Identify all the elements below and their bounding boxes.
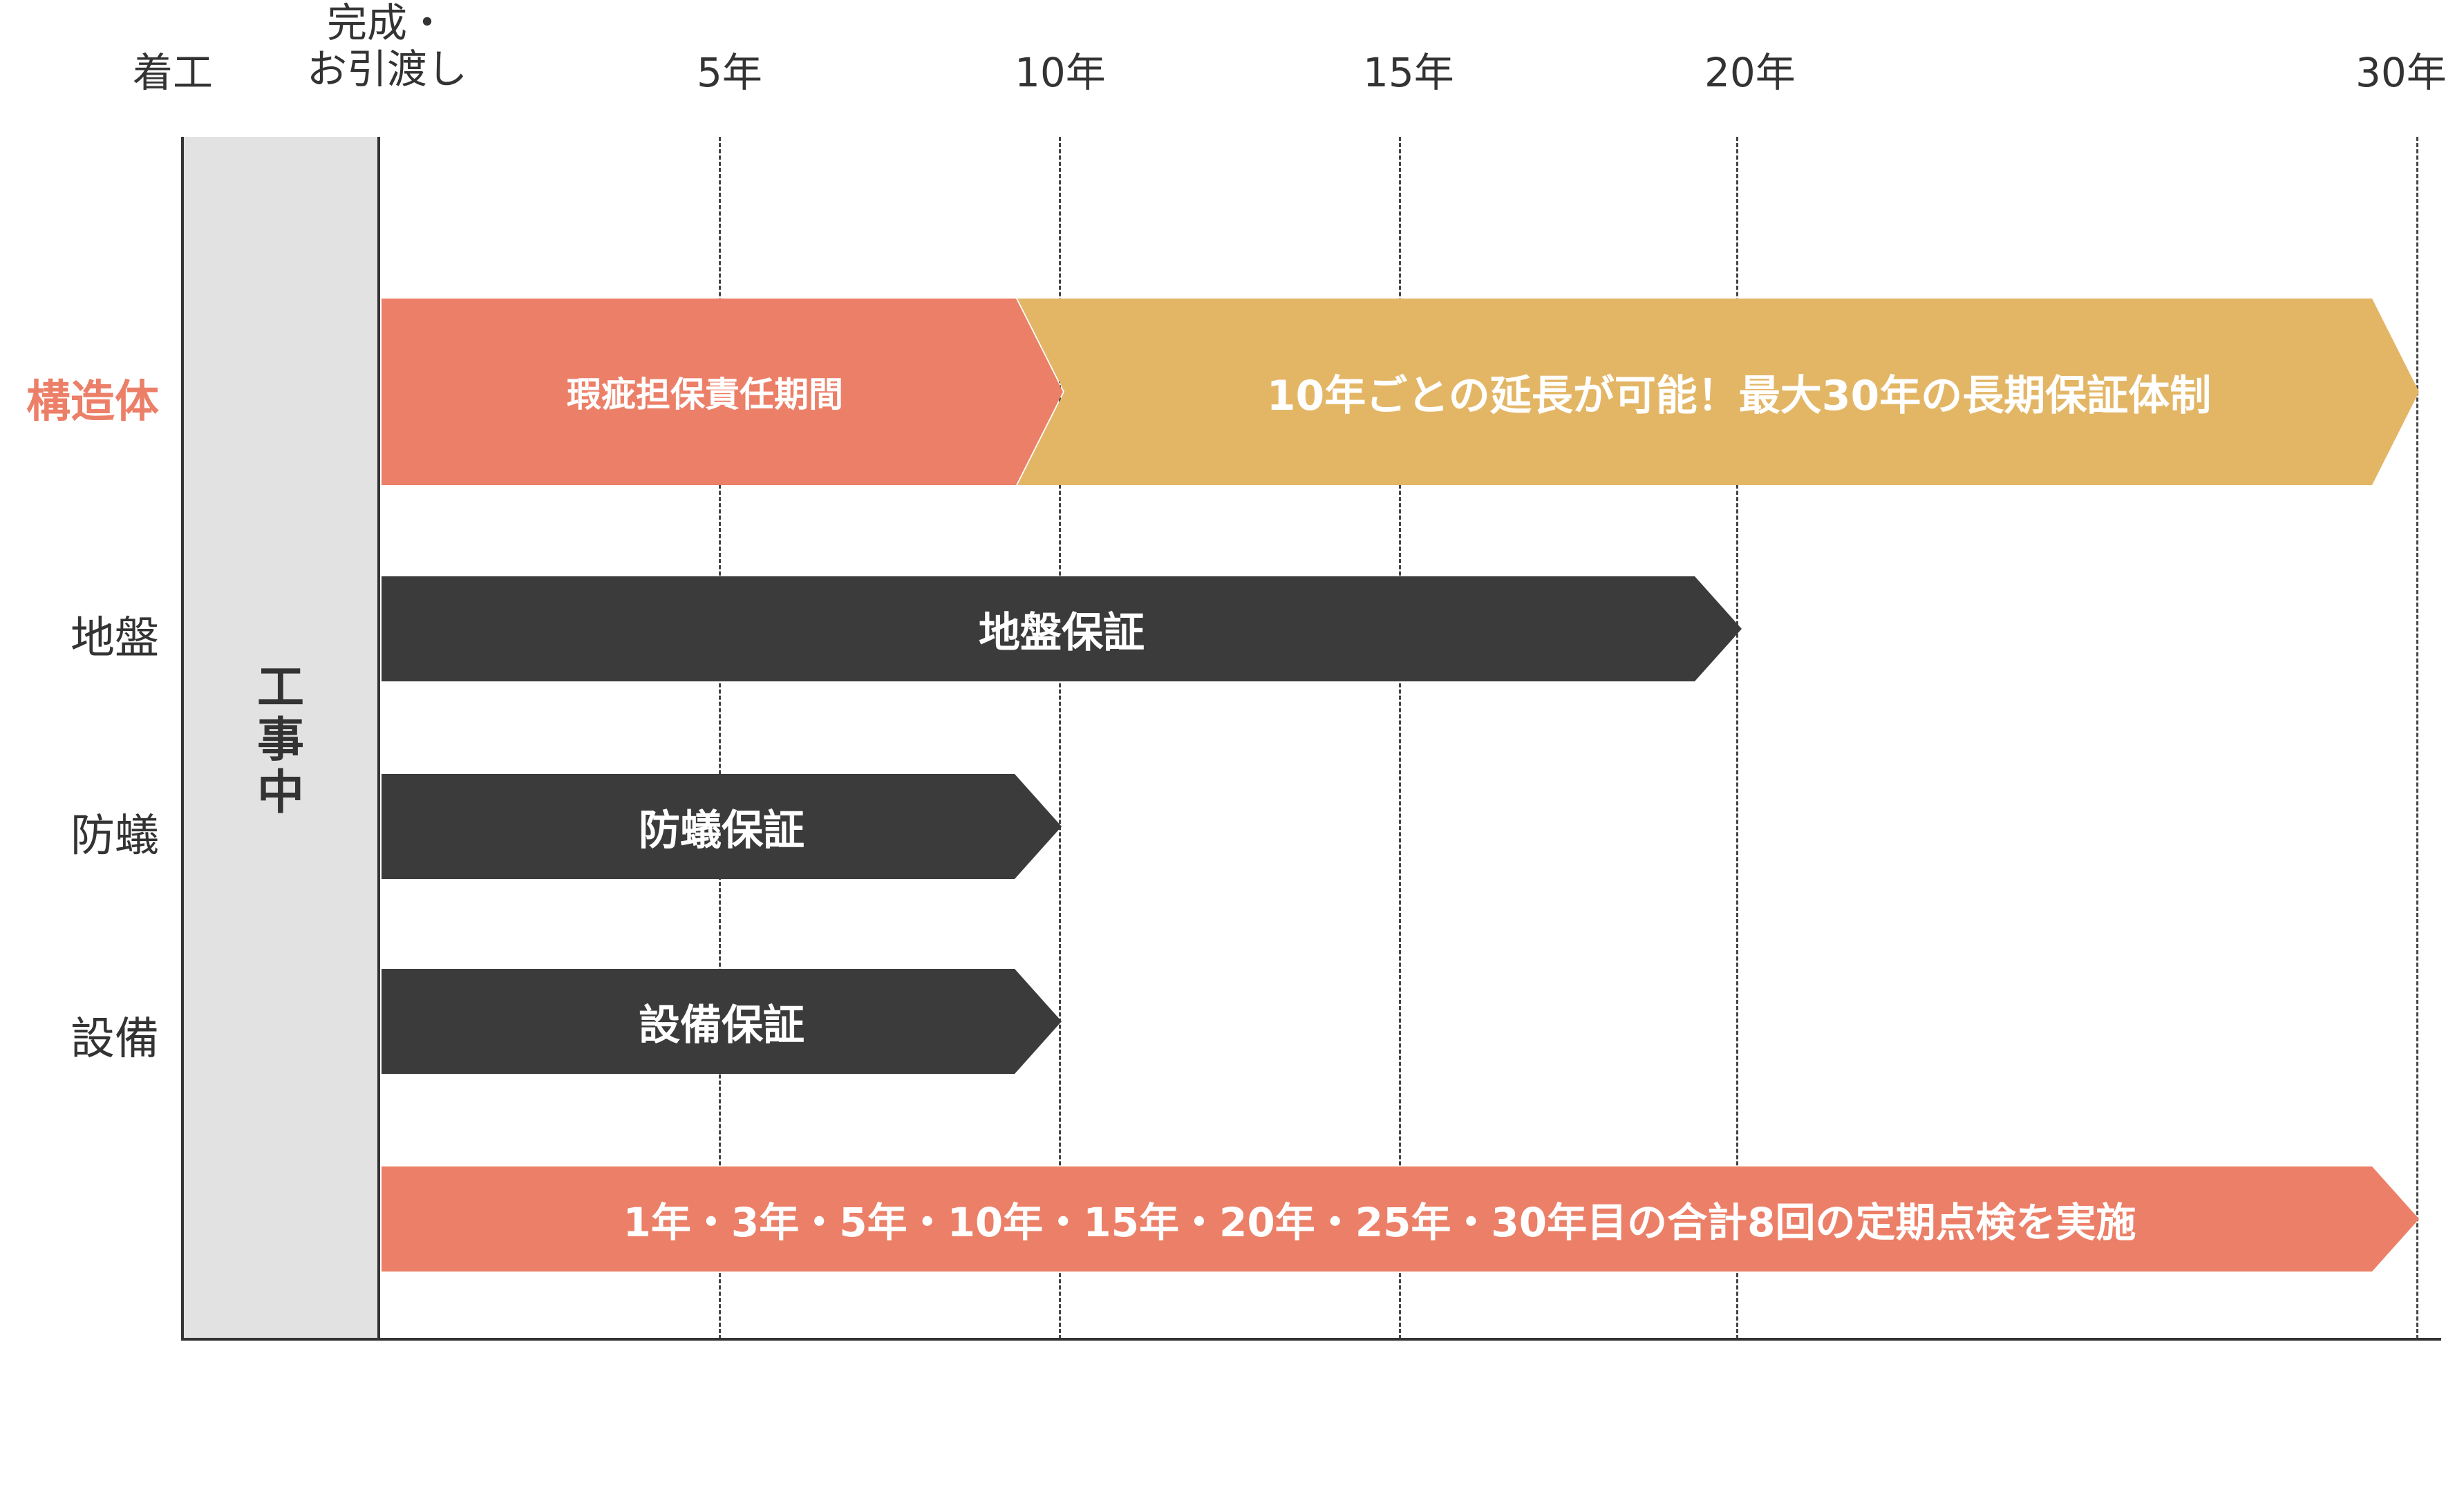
ground-warranty-label: 地盤保証	[979, 608, 1145, 657]
gridline-30-years	[2416, 137, 2418, 1339]
inspection-label: 1年・3年・5年・10年・15年・20年・25年・30年目の合計8回の定期点検を…	[623, 1199, 2136, 1246]
gridline-20-years	[1736, 137, 1738, 1339]
tick-completion-handover: 完成・ お引渡し	[306, 0, 467, 93]
construction-period-label: 工 事 中	[256, 661, 304, 821]
tick-30-years: 30年	[2355, 49, 2447, 96]
timeline-baseline	[181, 1338, 2441, 1341]
tick-5-years: 5年	[697, 49, 762, 96]
tick-10-years: 10年	[1015, 49, 1106, 96]
ground-warranty-bar: 地盤保証	[382, 576, 1742, 681]
gridline-15-years	[1399, 137, 1401, 1339]
row-label-equipment: 設備	[70, 1014, 159, 1065]
structure-warranty-bar: 瑕疵担保責任期間	[382, 299, 1063, 485]
row-label-termite: 防蟻	[70, 811, 159, 862]
tick-20-years: 20年	[1704, 49, 1796, 96]
row-label-ground: 地盤	[70, 613, 159, 664]
row-label-structure: 構造体	[26, 377, 159, 428]
structure-extension-bar: 10年ごとの延長が可能！最大30年の長期保証体制	[1017, 299, 2419, 485]
structure-warranty-label: 瑕疵担保責任期間	[567, 375, 843, 415]
equipment-warranty-bar: 設備保証	[382, 969, 1062, 1074]
gridline-5-years	[719, 137, 721, 1339]
gridline-10-years	[1059, 137, 1061, 1339]
termite-warranty-bar: 防蟻保証	[382, 774, 1062, 879]
tick-15-years: 15年	[1363, 49, 1454, 96]
construction-period-column: 工 事 中	[181, 137, 380, 1341]
tick-start-construction: 着工	[133, 49, 214, 96]
structure-extension-label: 10年ごとの延長が可能！最大30年の長期保証体制	[1266, 371, 2212, 420]
inspection-bar: 1年・3年・5年・10年・15年・20年・25年・30年目の合計8回の定期点検を…	[382, 1166, 2419, 1272]
termite-warranty-label: 防蟻保証	[639, 806, 805, 855]
equipment-warranty-label: 設備保証	[639, 1001, 805, 1050]
